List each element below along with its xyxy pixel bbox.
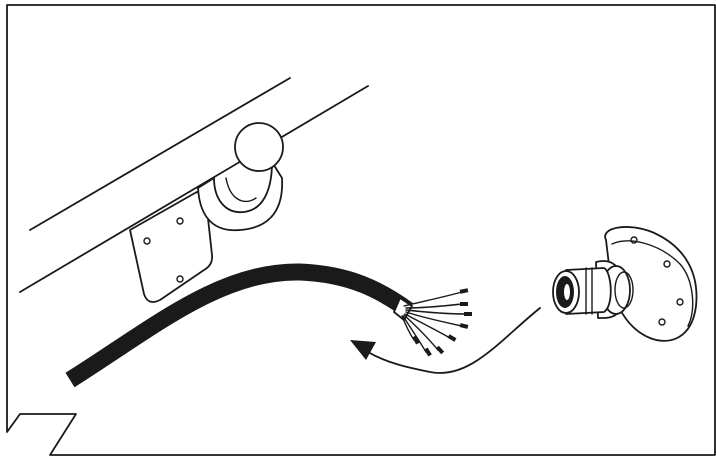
bracket-bolt-hole xyxy=(176,275,184,283)
bracket-bolt-hole xyxy=(143,237,151,245)
socket-connector xyxy=(552,260,634,319)
wire-tip xyxy=(459,323,469,329)
wire-tip xyxy=(447,334,457,342)
tow-hook xyxy=(197,161,283,232)
plate-bolt-hole xyxy=(663,260,671,268)
wire-tip xyxy=(464,312,472,316)
wire-tip xyxy=(459,288,469,294)
socket-mounting-plate xyxy=(604,226,698,342)
wire-tip xyxy=(412,335,420,345)
wire-tip xyxy=(424,347,432,357)
cable-wires xyxy=(401,288,472,357)
mounting-bracket xyxy=(129,190,213,303)
trailer-cable xyxy=(65,263,413,388)
bracket-bolt-hole xyxy=(176,217,184,225)
plate-bolt-hole xyxy=(676,298,684,306)
wire-tip xyxy=(460,302,468,306)
direction-arrow xyxy=(350,307,541,374)
plate-bolt-hole xyxy=(630,236,638,244)
tow-ball xyxy=(234,122,284,172)
frame-border xyxy=(6,4,716,456)
wire-tip xyxy=(435,345,445,355)
vehicle-chassis-beam xyxy=(19,77,369,293)
plate-bolt-hole xyxy=(658,318,666,326)
